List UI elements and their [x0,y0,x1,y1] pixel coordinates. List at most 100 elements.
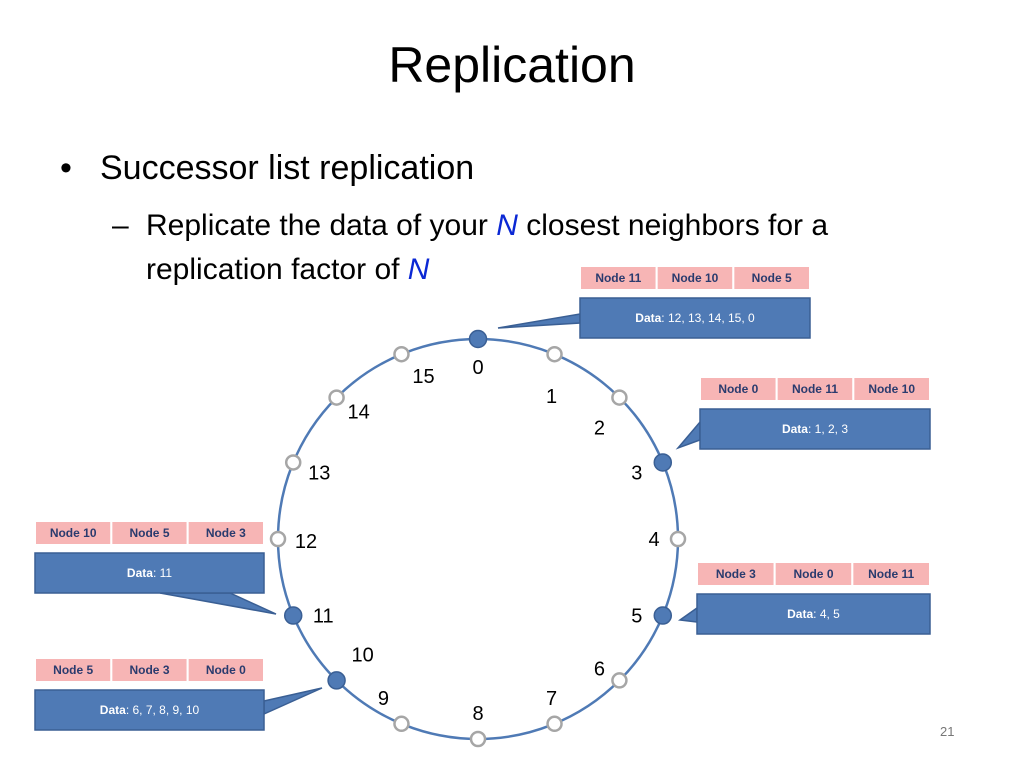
ring-node-0-active [468,329,488,349]
ring-node-label-10: 10 [351,644,373,666]
ring-node-label-11: 11 [313,606,334,628]
replica-cell [773,561,854,587]
callout-node-5: Node 3 Node 0 Node 11 Data: 4, 5 [696,561,931,635]
replica-label: Node 11 [792,382,838,396]
replica-cell [579,265,658,291]
callout-pointer [263,687,323,716]
data-box [34,552,265,594]
callout-pointer [677,606,698,623]
data-box-label: Data [100,703,126,717]
data-box-values: : 6, 7, 8, 9, 10 [126,703,200,717]
sub-bullet-text: Replicate the data of your N closest nei… [146,204,932,292]
replica-label: Node 0 [718,382,758,396]
data-box-values: : 12, 13, 14, 15, 0 [661,311,755,325]
ring-node-7 [546,715,563,733]
page-number: 21 [940,724,955,739]
data-box-label: Data [787,607,813,621]
replica-label: Node 11 [868,567,914,581]
replica-label: Node 10 [672,271,719,285]
data-box-values: : 1, 2, 3 [808,422,848,436]
bullet-text: Successor list replication [100,149,475,187]
data-box-text: Data: 12, 13, 14, 15, 0 [635,311,755,325]
replica-label: Node 3 [206,526,246,540]
ring-node-10-active [327,671,346,690]
data-box [696,593,931,635]
ring-node-14 [328,389,345,406]
ring-node-5-active [653,606,673,625]
callout-node-10: Node 5 Node 3 Node 0 Data: 6, 7, 8, 9, 10 [34,657,266,731]
replica-cell [110,520,189,546]
slide-title: Replication [388,37,636,93]
data-box-values: : 11 [153,566,172,580]
replica-cell [732,265,811,291]
ring-node-6 [611,672,628,689]
ring-node-label-15: 15 [412,366,434,388]
ring-node-8 [469,730,487,748]
data-box [699,408,931,450]
sub-bullet-replicate: – Replicate the data of your N closest n… [112,204,932,292]
callout-pointer [159,592,277,615]
replica-label: Node 0 [206,663,246,677]
replica-cell [696,561,776,587]
replica-label: Node 11 [595,271,641,285]
replica-label: Node 10 [50,526,97,540]
ring-nodes [269,329,687,748]
sub-bullet-dash: – [112,209,129,242]
replica-label: Node 3 [716,567,756,581]
data-box-label: Data [782,422,808,436]
replica-cell [186,657,266,683]
bullet-dot: • [60,149,72,187]
data-box-text: Data: 1, 2, 3 [782,422,848,436]
ring-node-label-13: 13 [308,462,330,484]
ring-node-12 [269,530,287,548]
replica-cell [851,561,931,587]
replica-label: Node 5 [752,271,792,285]
ring-node-label-4: 4 [648,529,659,551]
variable-n-1: N [496,209,518,242]
replica-label: Node 5 [129,526,169,540]
callout-node-11: Node 10 Node 5 Node 3 Data: 11 [34,520,266,594]
replica-cell [110,657,189,683]
replica-label: Node 5 [53,663,93,677]
ring-node-label-0: 0 [472,357,483,379]
data-box-values: : 4, 5 [813,607,840,621]
ring-node-label-6: 6 [594,658,605,680]
replica-label: Node 0 [793,567,833,581]
ring-node-9 [393,715,410,733]
replica-label: Node 10 [868,382,915,396]
ring-node-11-active [283,606,303,625]
variable-n-2: N [407,253,430,286]
ring-node-label-2: 2 [594,418,605,440]
data-box-text: Data: 11 [127,566,172,580]
callout-pointer [497,313,581,329]
ring-node-15 [393,345,410,363]
callout-node-3: Node 0 Node 11 Node 10 Data: 1, 2, 3 [699,376,931,450]
sub-bullet-part1: Replicate the data of your [146,209,497,242]
ring-node-label-7: 7 [546,688,557,710]
replica-label: Node 3 [129,663,169,677]
bullet-successor-list: • Successor list replication [60,146,474,190]
ring-node-label-9: 9 [378,688,389,710]
data-box-text: Data: 4, 5 [787,607,840,621]
ring-node-2 [611,389,628,406]
sub-bullet-part2: closest neighbors for a replication fact… [146,209,829,286]
ring-node-label-5: 5 [631,606,642,628]
data-box-label: Data [635,311,661,325]
ring-node-label-8: 8 [472,703,483,725]
ring-node-13 [284,454,302,471]
ring-node-label-14: 14 [347,402,369,424]
replica-cell [775,376,855,402]
ring-node-label-3: 3 [631,462,642,484]
callout-node-0: Node 11 Node 10 Node 5 Data: 12, 13, 14, 15… [579,265,811,339]
data-box [34,689,265,731]
ring-node-label-1: 1 [546,386,557,408]
data-box [579,297,811,339]
callout-pointer [675,419,701,450]
ring-node-label-12: 12 [295,531,317,553]
ring-node-3-active [653,453,673,472]
replica-cell [699,376,778,402]
data-box-text: Data: 6, 7, 8, 9, 10 [100,703,200,717]
